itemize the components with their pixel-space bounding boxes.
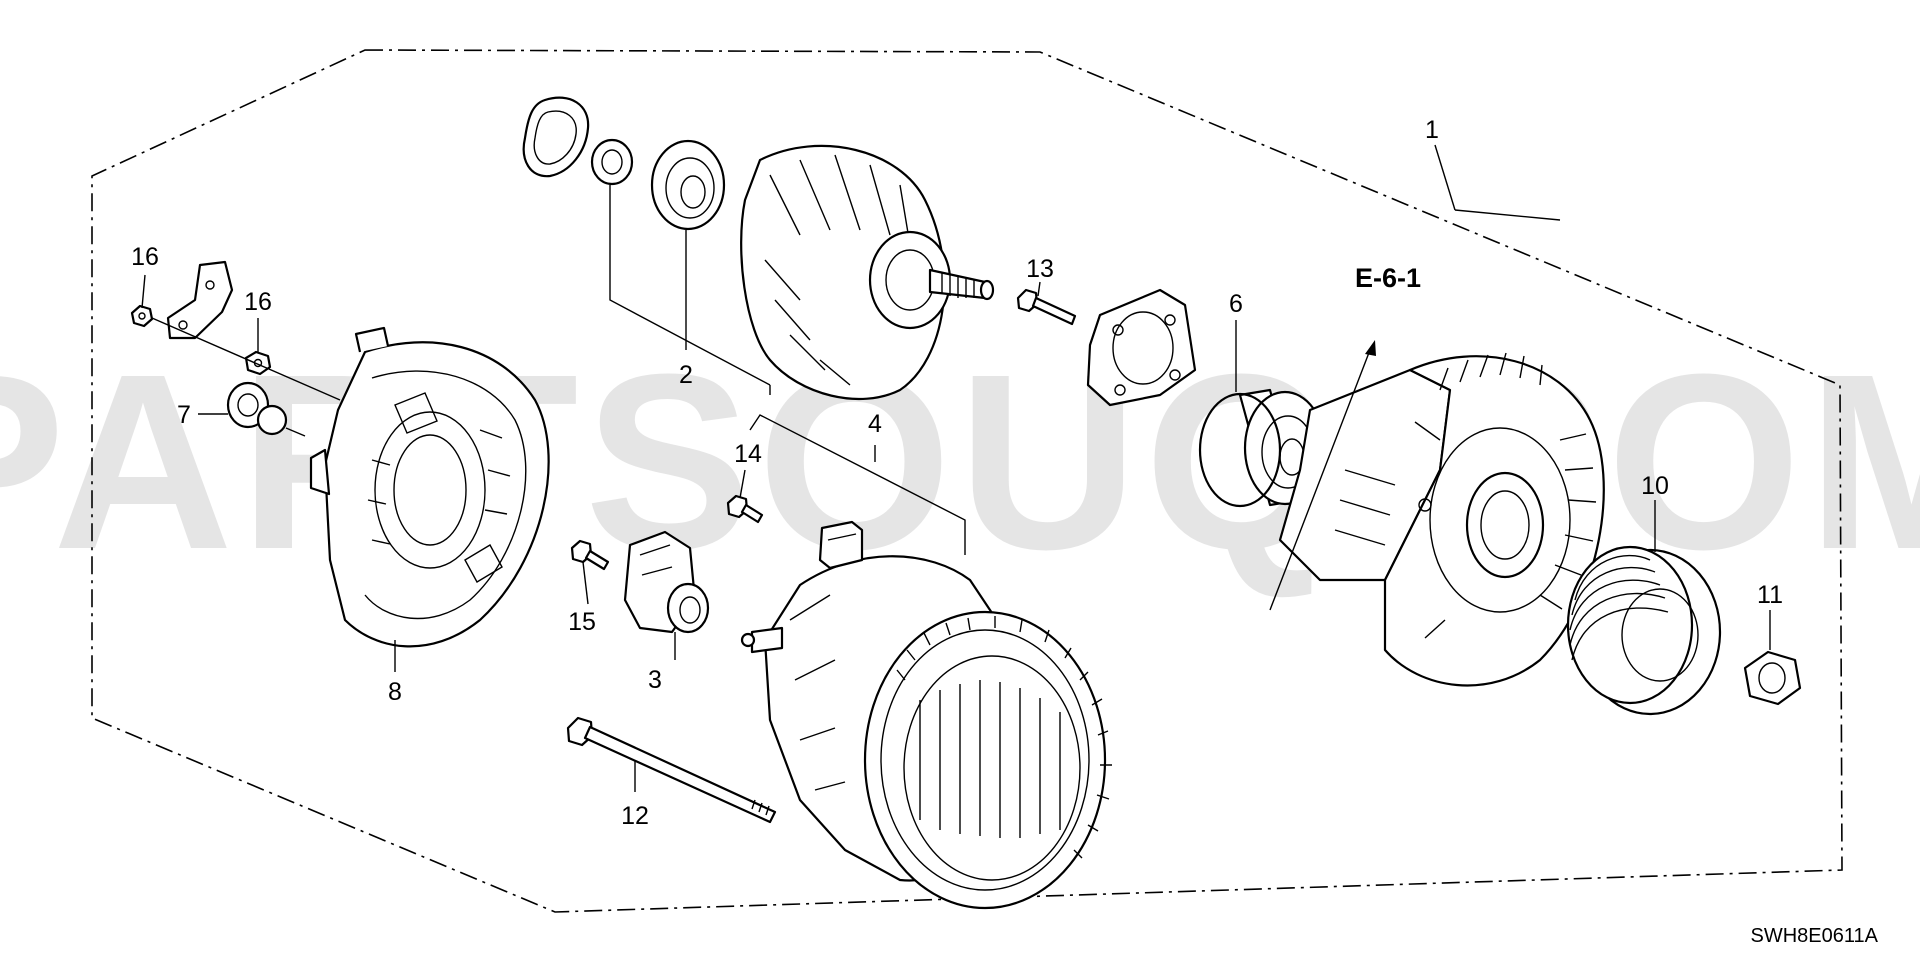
screw-13-part[interactable] [1016,288,1077,326]
callout-16b: 16 [244,288,272,316]
screw-14-part[interactable] [726,494,764,524]
rear-cover-part[interactable] [309,326,550,648]
stator-housing-part[interactable] [740,520,1112,910]
nut-16a-part[interactable] [130,304,154,328]
callout-4: 4 [868,410,882,438]
rotor-part[interactable] [740,144,995,401]
bearing-retainer-part[interactable] [1086,288,1197,407]
callout-6: 6 [1229,290,1243,318]
ring-part[interactable] [590,138,634,186]
pulley-part[interactable] [1566,545,1722,716]
screw-15-part[interactable] [570,539,610,571]
callout-2: 2 [679,361,693,389]
gasket-part[interactable] [522,96,590,178]
callout-10: 10 [1641,472,1669,500]
callout-15: 15 [568,608,596,636]
diagram-code: SWH8E0611A [1751,925,1879,947]
callout-3: 3 [648,666,662,694]
front-bearing-part[interactable] [650,139,726,231]
callout-14: 14 [734,440,762,468]
callout-12: 12 [621,802,649,830]
pulley-nut-part[interactable] [1743,650,1802,706]
callout-8: 8 [388,678,402,706]
through-bolt-part[interactable] [566,716,777,824]
callout-13: 13 [1026,255,1054,283]
callout-16a: 16 [131,243,159,271]
brush-holder-part[interactable] [623,530,710,634]
callout-11: 11 [1757,581,1783,609]
nut-16b-part[interactable] [244,350,272,376]
callout-7: 7 [177,401,191,429]
terminal-bushing-part[interactable] [226,381,288,436]
reference-link-e-6-1[interactable]: E-6-1 [1355,263,1421,293]
front-housing-part[interactable] [1278,352,1605,687]
callout-1: 1 [1425,116,1439,144]
assembly-boundary [91,49,1843,913]
bracket-part[interactable] [166,260,234,340]
